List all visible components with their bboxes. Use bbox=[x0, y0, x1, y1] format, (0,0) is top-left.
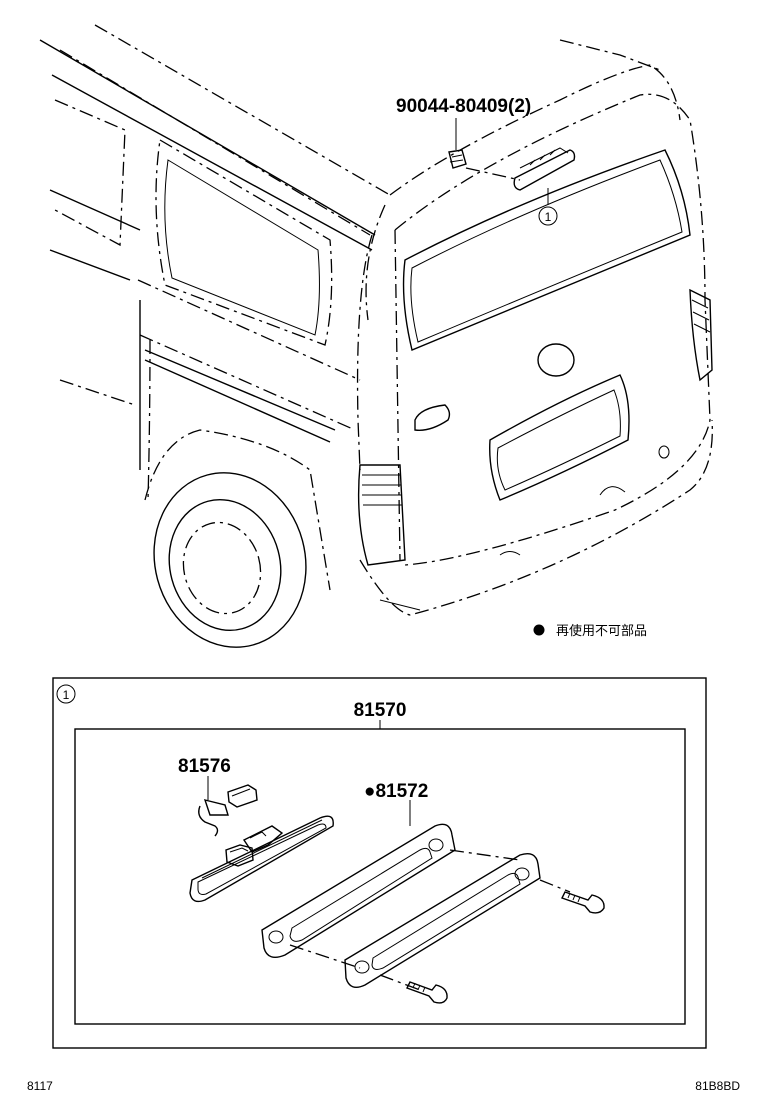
legend-text: 再使用不可部品 bbox=[556, 623, 647, 639]
filled-dot-icon bbox=[533, 624, 545, 636]
stop-lamp-drawing bbox=[189, 815, 334, 903]
detail-inner-frame bbox=[74, 728, 686, 1025]
gasket-part-number: ●81572 bbox=[364, 781, 428, 802]
screw-right bbox=[561, 891, 605, 914]
gasket-drawing bbox=[261, 823, 456, 958]
bulb-socket-part-number: 81576 bbox=[178, 756, 231, 777]
callout-marker-upper: 1 bbox=[538, 206, 558, 226]
screw-left bbox=[406, 981, 448, 1004]
van-illustration bbox=[39, 24, 713, 648]
detail-box-marker: 1 bbox=[56, 684, 76, 704]
callout-marker-upper-text: 1 bbox=[545, 210, 552, 224]
bolt-part-number: 90044-80409(2) bbox=[396, 96, 531, 117]
detail-outer-frame bbox=[52, 677, 707, 1049]
page-code-right: 81B8BD bbox=[695, 1079, 740, 1093]
detail-box-marker-text: 1 bbox=[63, 688, 70, 702]
legend-non-reusable: 再使用不可部品 bbox=[533, 623, 647, 639]
connector-drawing bbox=[198, 784, 258, 867]
assembly-part-number: 81570 bbox=[354, 700, 407, 721]
bracket-drawing bbox=[344, 852, 541, 988]
page-code-left: 8117 bbox=[27, 1079, 53, 1093]
